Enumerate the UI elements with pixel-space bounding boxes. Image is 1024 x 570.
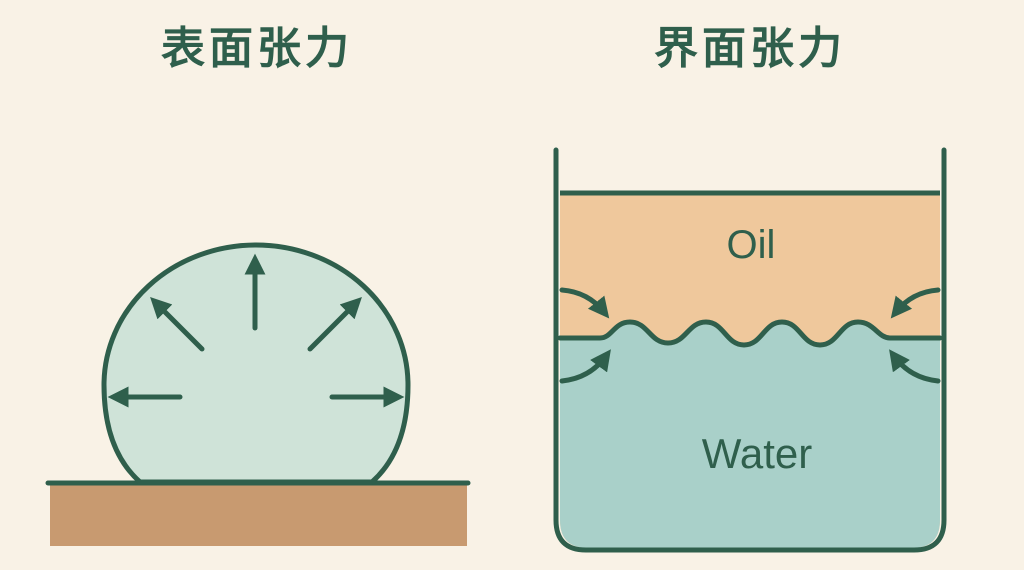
surface-tension-title: 表面张力 xyxy=(161,23,353,74)
interfacial-tension-title: 界面张力 xyxy=(654,23,846,74)
arrow-water-left xyxy=(559,349,611,384)
interfacial-tension-panel: Oil Water xyxy=(553,147,947,553)
arrow-up-left xyxy=(150,297,205,352)
arrow-oil-right xyxy=(890,287,941,319)
ground-surface xyxy=(50,483,467,546)
water-label: Water xyxy=(702,430,812,477)
arrow-up-right xyxy=(307,297,362,352)
oil-label: Oil xyxy=(727,223,776,267)
beaker-outline xyxy=(553,147,947,553)
droplet xyxy=(101,242,411,485)
water-layer xyxy=(560,322,940,548)
droplet-arrows xyxy=(107,253,405,408)
arrow-water-right xyxy=(889,349,941,384)
arrow-oil-left xyxy=(559,287,610,319)
oil-water-interface xyxy=(557,319,943,348)
surface-tension-panel xyxy=(45,242,471,546)
interface-arrows xyxy=(559,287,941,384)
